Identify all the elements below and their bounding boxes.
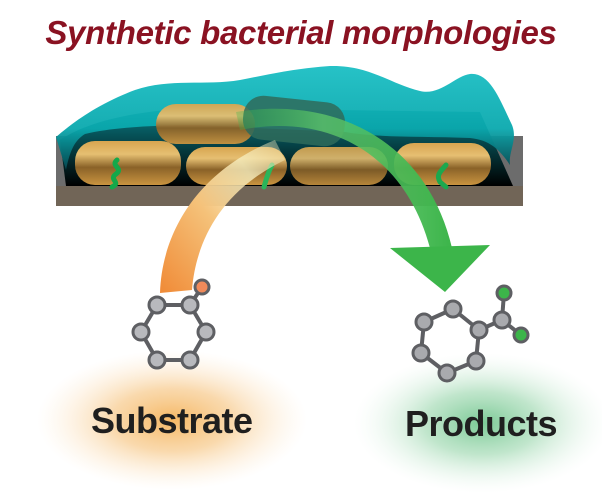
product-arrow-shaft — [236, 108, 452, 248]
substrate-label: Substrate — [91, 400, 253, 441]
atom — [180, 295, 200, 315]
product-molecule — [411, 284, 530, 383]
atom — [147, 350, 167, 370]
bacterium — [290, 147, 388, 185]
atom — [414, 312, 434, 332]
substituent-atom — [495, 284, 513, 302]
platform-base — [56, 186, 523, 206]
bacterium — [156, 104, 255, 144]
atom — [131, 322, 151, 342]
products-label: Products — [405, 403, 558, 444]
atom — [469, 320, 489, 340]
substrate-arrow — [160, 140, 285, 293]
flagellum — [435, 162, 449, 190]
atom — [466, 351, 486, 371]
atom — [437, 363, 457, 383]
figure-title: Synthetic bacterial morphologies — [45, 14, 557, 51]
substituent-atom — [193, 278, 211, 296]
bacterium — [394, 143, 491, 185]
atom — [147, 295, 167, 315]
substituent-atom — [512, 326, 530, 344]
atom — [196, 322, 216, 342]
substrate-glow — [37, 350, 307, 490]
atom — [411, 343, 431, 363]
atom — [443, 299, 463, 319]
product-arrow — [236, 108, 490, 292]
flagellum — [109, 157, 121, 190]
atom — [492, 310, 512, 330]
substrate-molecule — [131, 278, 216, 370]
products-glow — [354, 353, 602, 493]
product-arrow-head — [390, 245, 490, 292]
atom — [180, 350, 200, 370]
bacterium — [75, 141, 181, 185]
